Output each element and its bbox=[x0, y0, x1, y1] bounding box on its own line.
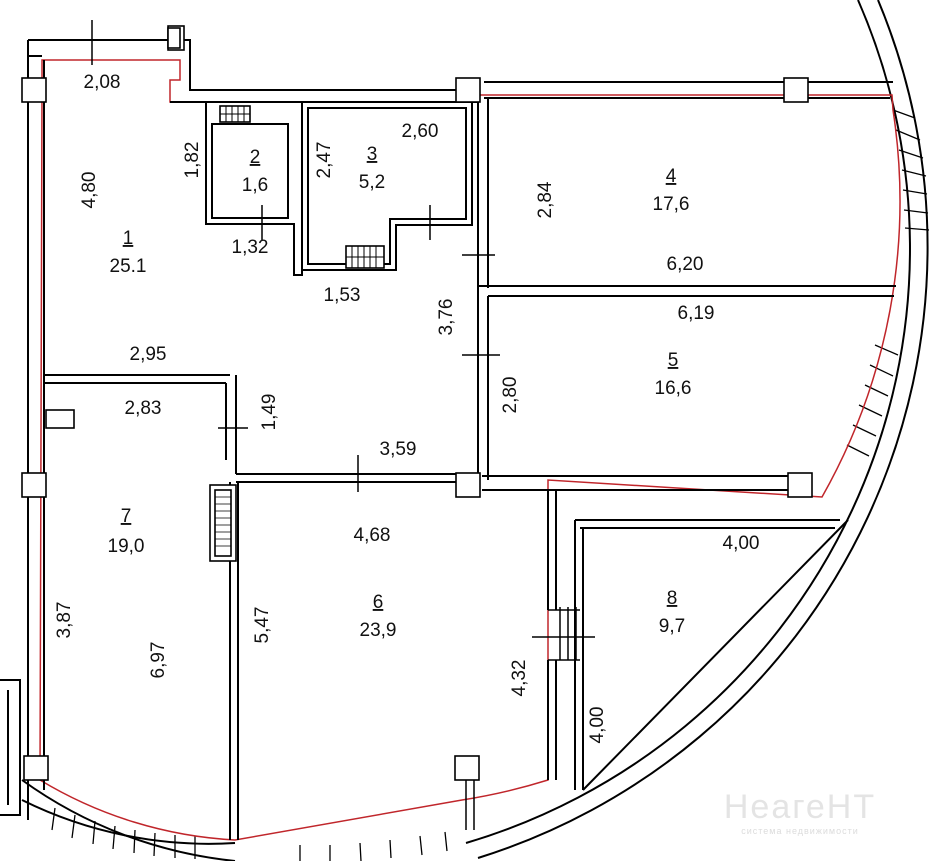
room-3-area: 5,2 bbox=[359, 172, 385, 193]
dim-room5-width: 6,19 bbox=[678, 303, 715, 324]
room-5-area: 16,6 bbox=[655, 378, 692, 399]
dim-room7-height: 6,97 bbox=[148, 642, 169, 679]
room-8-area: 9,7 bbox=[659, 616, 685, 637]
dim-room8-width: 4,00 bbox=[723, 533, 760, 554]
room-2-number: 2 bbox=[250, 147, 261, 168]
dim-door-height: 1,49 bbox=[259, 394, 280, 431]
bathroom-3-walls bbox=[301, 102, 473, 271]
dim-hall-height: 4,80 bbox=[79, 172, 100, 209]
dim-corridor-height: 3,76 bbox=[436, 299, 457, 336]
dim-room6-left: 5,47 bbox=[252, 607, 273, 644]
room-7-area: 19,0 bbox=[108, 536, 145, 557]
tick-marks bbox=[91, 20, 595, 830]
room-7-number: 7 bbox=[121, 506, 132, 527]
watermark-tagline: система недвижимости bbox=[741, 826, 858, 836]
dim-bath3-height: 2,47 bbox=[314, 142, 335, 179]
dim-room5-height: 2,80 bbox=[500, 377, 521, 414]
watermark: НеагеНТ система недвижимости bbox=[724, 788, 876, 836]
room-1-number: 1 bbox=[123, 228, 134, 249]
room-labels: 1 25.1 2 1,6 3 5,2 4 17,6 5 16,6 6 23,9 … bbox=[108, 144, 692, 641]
ventilation-grills bbox=[167, 27, 385, 562]
dim-bath3-bottom: 1,53 bbox=[324, 285, 361, 306]
walls bbox=[0, 39, 896, 840]
dim-room6-right: 4,32 bbox=[509, 660, 530, 697]
room-2-area: 1,6 bbox=[242, 175, 268, 196]
room-4-number: 4 bbox=[666, 166, 677, 187]
dim-room8-height: 4,00 bbox=[587, 707, 608, 744]
window-marks bbox=[51, 109, 930, 861]
watermark-brand: НеагеНТ bbox=[724, 788, 876, 826]
room-1-area: 25.1 bbox=[110, 256, 147, 277]
room-3-number: 3 bbox=[367, 144, 378, 165]
curved-facade bbox=[21, 0, 929, 861]
dim-room7-width: 2,83 bbox=[125, 398, 162, 419]
dim-room7-left: 3,87 bbox=[54, 602, 75, 639]
dim-room7-top: 2,95 bbox=[130, 344, 167, 365]
dim-room6-width: 4,68 bbox=[354, 525, 391, 546]
dim-bath2-width: 1,32 bbox=[232, 237, 269, 258]
dim-bath3-width: 2,60 bbox=[402, 121, 439, 142]
dim-room4-width: 6,20 bbox=[667, 254, 704, 275]
room-5-number: 5 bbox=[668, 350, 679, 371]
dim-room4-height: 2,84 bbox=[535, 181, 556, 218]
dimension-labels: 2,08 4,80 1,82 1,32 2,47 2,60 1,53 2,84 … bbox=[54, 72, 759, 743]
dim-room6-top: 3,59 bbox=[380, 439, 417, 460]
room-4-area: 17,6 bbox=[653, 194, 690, 215]
room-6-number: 6 bbox=[373, 592, 384, 613]
apartment-boundary bbox=[39, 59, 901, 841]
dim-top-hall: 2,08 bbox=[84, 72, 121, 93]
dim-bath2-height: 1,82 bbox=[182, 142, 203, 179]
room-6-area: 23,9 bbox=[360, 620, 397, 641]
room-8-number: 8 bbox=[667, 588, 678, 609]
